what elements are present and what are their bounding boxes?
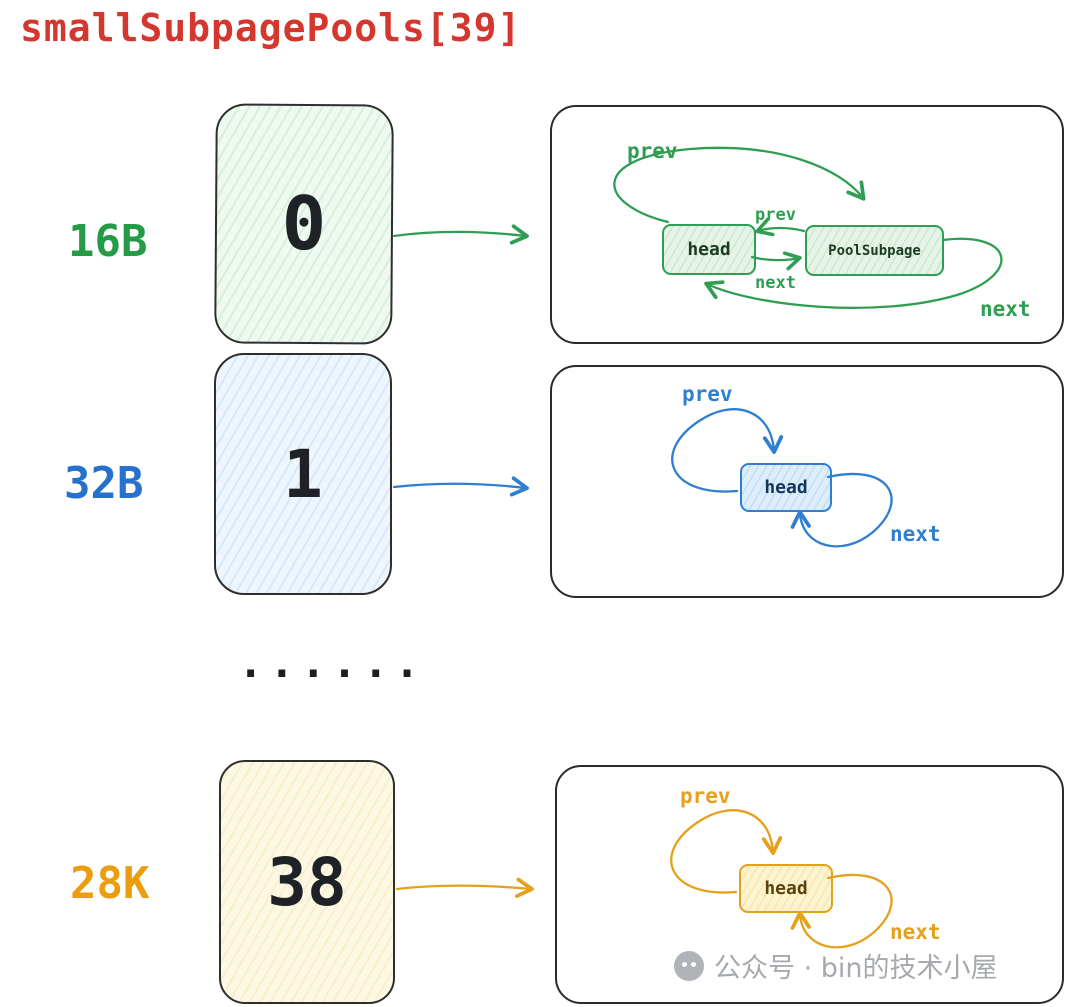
pool-index-32b: 1 (283, 435, 323, 513)
connector-arrow-16b (392, 224, 529, 245)
diagram-title: smallSubpagePools[39] (20, 6, 522, 50)
inner-prev-label-16b: prev (755, 205, 796, 225)
watermark-text: 公众号 · bin的技术小屋 (714, 953, 998, 984)
pool-card-16b: 0 (214, 103, 394, 345)
outer-prev-label-16b: prev (627, 139, 678, 163)
head-node-32b: head (740, 463, 832, 512)
prev-label-32b: prev (682, 382, 733, 406)
size-label-32b: 32B (64, 458, 144, 509)
prev-label-28k: prev (680, 784, 731, 808)
head-node-16b: head (662, 224, 756, 275)
wechat-icon (674, 950, 704, 981)
next-label-28k: next (890, 920, 941, 944)
list-panel-28k: head prev next (555, 765, 1064, 1004)
pool-index-28k: 38 (267, 843, 347, 921)
list-panel-16b: head PoolSubpage prev next prev next (550, 105, 1064, 344)
wechat-icon-eye (691, 961, 696, 967)
list-panel-32b: head prev next (550, 365, 1064, 598)
poolsubpage-node-16b: PoolSubpage (805, 225, 944, 276)
pool-index-16b: 0 (281, 180, 327, 268)
size-label-28k: 28K (70, 858, 150, 909)
pool-card-32b: 1 (214, 353, 392, 595)
rows-ellipsis: ...... (238, 638, 426, 687)
connector-arrow-28k (395, 877, 534, 898)
size-label-16b: 16B (68, 216, 148, 267)
head-node-28k: head (739, 864, 833, 913)
connector-arrow-32b (392, 476, 529, 497)
inner-next-label-16b: next (755, 273, 796, 293)
watermark: 公众号 · bin的技术小屋 (674, 946, 998, 985)
pool-card-28k: 38 (219, 760, 395, 1004)
next-label-32b: next (890, 522, 941, 546)
outer-next-label-16b: next (980, 297, 1031, 321)
wechat-icon-eye (682, 961, 687, 967)
